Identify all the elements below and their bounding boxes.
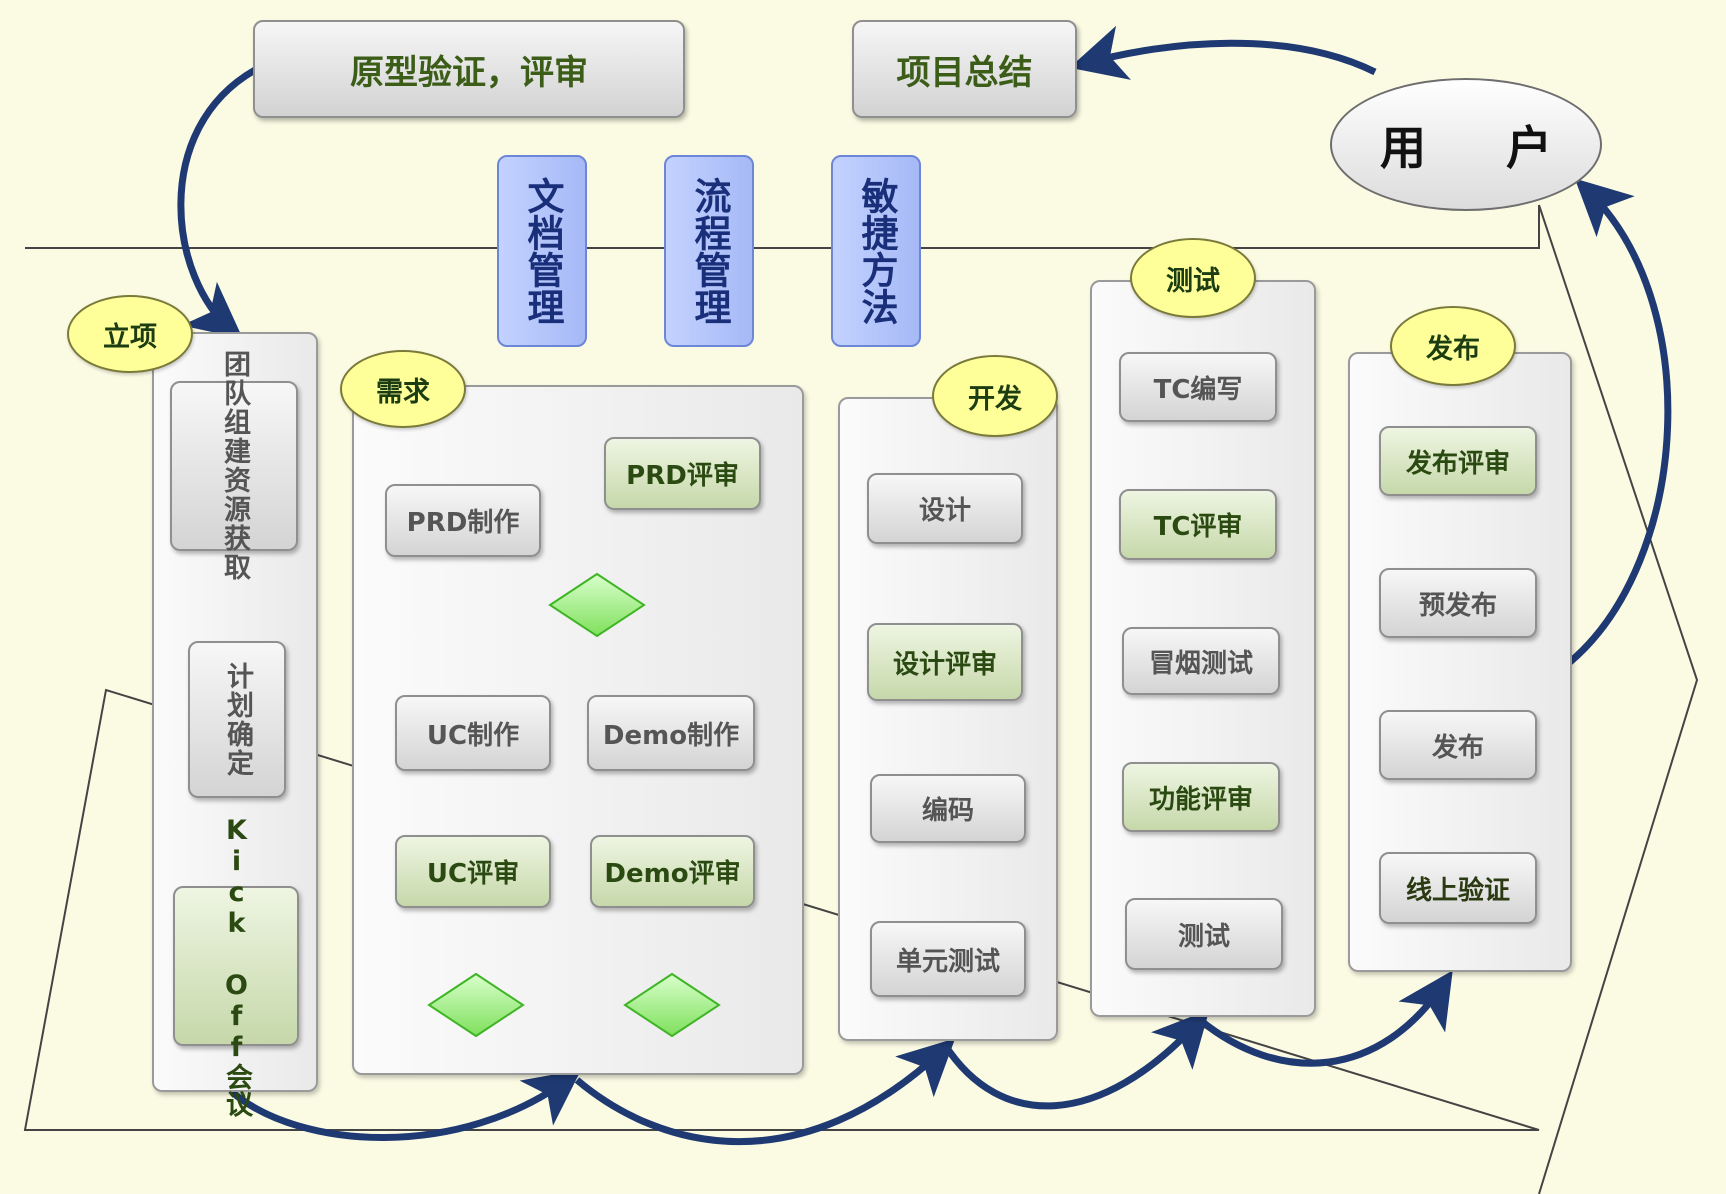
step-prd-make[interactable]: PRD制作	[385, 484, 541, 557]
phase-label-testing: 测试	[1130, 238, 1256, 318]
step-prerelease[interactable]: 预发布	[1379, 568, 1537, 638]
pillar-document-management: 文档管理	[497, 155, 587, 347]
project-summary-box[interactable]: 项目总结	[852, 20, 1077, 118]
step-design-review[interactable]: 设计评审	[867, 623, 1023, 701]
arrow-requirements-to-development	[574, 1038, 956, 1146]
step-uc-review[interactable]: UC评审	[395, 835, 551, 908]
prototype-review-box[interactable]: 原型验证，评审	[253, 20, 685, 118]
step-coding[interactable]: 编码	[870, 774, 1026, 843]
arrow-user-to-summary	[1069, 25, 1377, 80]
phase-label-requirements: 需求	[340, 350, 466, 428]
step-release[interactable]: 发布	[1379, 710, 1537, 780]
phase-label-development: 开发	[932, 355, 1058, 437]
step-uc-make[interactable]: UC制作	[395, 695, 551, 771]
arrow-development-to-testing	[942, 1009, 1210, 1110]
step-kickoff-meeting[interactable]: Kick Off会议	[173, 815, 299, 1117]
pillar-agile-method: 敏捷方法	[831, 155, 921, 347]
phase-label-release: 发布	[1390, 306, 1516, 386]
step-demo-review[interactable]: Demo评审	[590, 835, 755, 908]
step-smoke-test[interactable]: 冒烟测试	[1122, 627, 1280, 695]
arrow-initiation-to-requirements	[229, 1069, 582, 1141]
step-design[interactable]: 设计	[867, 473, 1023, 544]
end-diamond-uc	[427, 972, 525, 1038]
phase-label-initiation: 立项	[67, 295, 193, 373]
decision-diamond-prd	[548, 572, 646, 638]
step-plan-confirm[interactable]: 计划确定	[188, 641, 286, 798]
step-online-verify[interactable]: 线上验证	[1379, 852, 1537, 924]
step-test[interactable]: 测试	[1125, 898, 1283, 970]
step-team-resource[interactable]: 团队组建资源获取	[170, 350, 298, 582]
arrow-release-to-user	[1567, 178, 1672, 665]
pillar-process-management: 流程管理	[664, 155, 754, 347]
step-unit-test[interactable]: 单元测试	[870, 921, 1026, 997]
step-function-review[interactable]: 功能评审	[1122, 762, 1280, 832]
step-demo-make[interactable]: Demo制作	[587, 695, 755, 771]
step-tc-review[interactable]: TC评审	[1119, 489, 1277, 560]
step-tc-write[interactable]: TC编写	[1119, 352, 1277, 422]
end-diamond-demo	[623, 972, 721, 1038]
step-prd-review[interactable]: PRD评审	[604, 437, 761, 510]
arrow-prototype-to-initiation	[177, 66, 257, 339]
user-ellipse[interactable]: 用 户	[1330, 78, 1602, 211]
arrow-testing-to-release	[1197, 970, 1453, 1067]
step-release-review[interactable]: 发布评审	[1379, 426, 1537, 496]
